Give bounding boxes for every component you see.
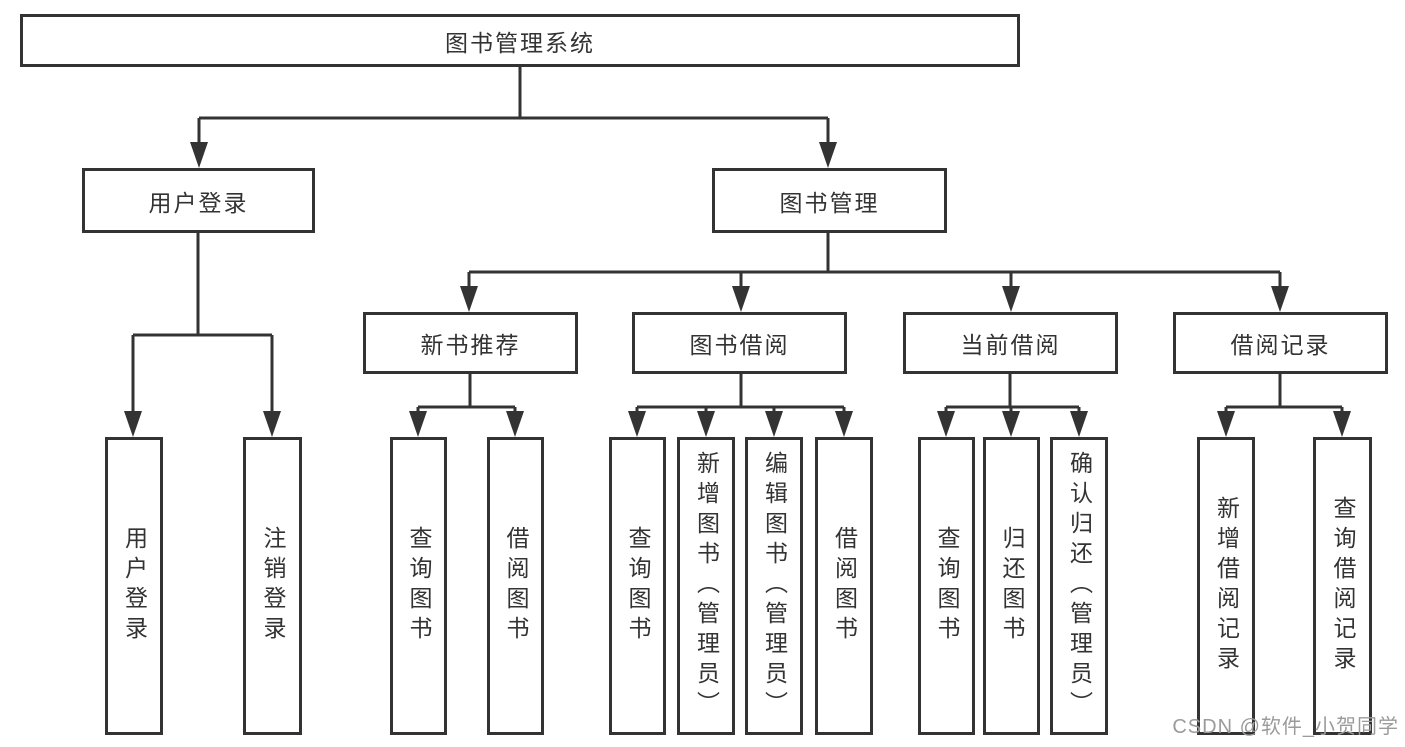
node-root: 图书管理系统 — [20, 14, 1020, 67]
leaf-current-return-books-label: 归还图书 — [999, 526, 1025, 646]
arrow-down-icon — [1002, 411, 1020, 437]
arrow-down-icon — [506, 411, 524, 437]
arrow-down-icon — [1271, 286, 1289, 312]
leaf-borrow-add-books: 新增图书（管理员） — [677, 437, 735, 735]
leaf-records-add-record-label: 新增借阅记录 — [1213, 496, 1240, 676]
arrow-down-icon — [263, 411, 281, 437]
node-root-label: 图书管理系统 — [445, 29, 595, 56]
node-section-book-borrow: 图书借阅 — [632, 312, 847, 374]
leaf-newrec-query-books: 查询图书 — [390, 437, 447, 735]
arrow-down-icon — [628, 411, 646, 437]
leaf-logout: 注销登录 — [243, 437, 302, 735]
arrow-down-icon — [937, 411, 955, 437]
leaf-current-confirm-return: 确认归还（管理员） — [1050, 437, 1108, 735]
node-section-current-borrow-label: 当前借阅 — [960, 332, 1061, 358]
node-user-login-label: 用户登录 — [148, 189, 249, 216]
leaf-borrow-add-books-label: 新增图书（管理员） — [693, 451, 720, 721]
arrow-down-icon — [1070, 411, 1088, 437]
leaf-current-query-books: 查询图书 — [918, 437, 975, 735]
node-section-new-book-rec: 新书推荐 — [363, 312, 578, 374]
arrow-down-icon — [697, 411, 715, 437]
arrow-down-icon — [124, 411, 142, 437]
leaf-borrow-borrow-books: 借阅图书 — [815, 437, 873, 735]
leaf-records-query-record-label: 查询借阅记录 — [1330, 496, 1356, 676]
leaf-logout-label: 注销登录 — [260, 526, 286, 646]
leaf-user-login-label: 用户登录 — [121, 526, 148, 646]
arrow-down-icon — [1217, 411, 1235, 437]
node-section-current-borrow: 当前借阅 — [903, 312, 1118, 374]
arrow-down-icon — [1333, 411, 1351, 437]
node-section-borrow-records: 借阅记录 — [1173, 312, 1388, 374]
leaf-newrec-query-books-label: 查询图书 — [406, 526, 432, 646]
watermark-text: CSDN @软件_小贺同学 — [1172, 716, 1399, 738]
arrow-down-icon — [460, 286, 478, 312]
leaf-records-query-record: 查询借阅记录 — [1313, 437, 1372, 735]
node-section-book-borrow-label: 图书借阅 — [689, 332, 790, 358]
node-book-mgmt: 图书管理 — [712, 168, 947, 233]
arrow-down-icon — [819, 142, 837, 168]
arrow-down-icon — [1002, 286, 1020, 312]
leaf-newrec-borrow-books: 借阅图书 — [487, 437, 544, 735]
leaf-borrow-edit-books: 编辑图书（管理员） — [745, 437, 803, 735]
leaf-records-add-record: 新增借阅记录 — [1197, 437, 1255, 735]
node-book-mgmt-label: 图书管理 — [779, 189, 880, 216]
arrowheads — [124, 142, 1351, 437]
arrow-down-icon — [835, 411, 853, 437]
node-user-login: 用户登录 — [82, 168, 315, 233]
leaf-borrow-edit-books-label: 编辑图书（管理员） — [761, 451, 788, 721]
leaf-borrow-borrow-books-label: 借阅图书 — [831, 526, 858, 646]
node-section-new-book-rec-label: 新书推荐 — [420, 332, 521, 358]
arrow-down-icon — [732, 286, 750, 312]
arrow-down-icon — [190, 142, 208, 168]
leaf-borrow-query-books-label: 查询图书 — [625, 526, 651, 646]
leaf-borrow-query-books: 查询图书 — [609, 437, 666, 735]
leaf-current-query-books-label: 查询图书 — [934, 526, 960, 646]
leaf-user-login: 用户登录 — [105, 437, 163, 735]
leaf-newrec-borrow-books-label: 借阅图书 — [503, 526, 529, 646]
leaf-current-return-books: 归还图书 — [983, 437, 1040, 735]
arrow-down-icon — [409, 411, 427, 437]
node-section-borrow-records-label: 借阅记录 — [1230, 332, 1331, 358]
leaf-current-confirm-return-label: 确认归还（管理员） — [1066, 451, 1093, 721]
arrow-down-icon — [765, 411, 783, 437]
